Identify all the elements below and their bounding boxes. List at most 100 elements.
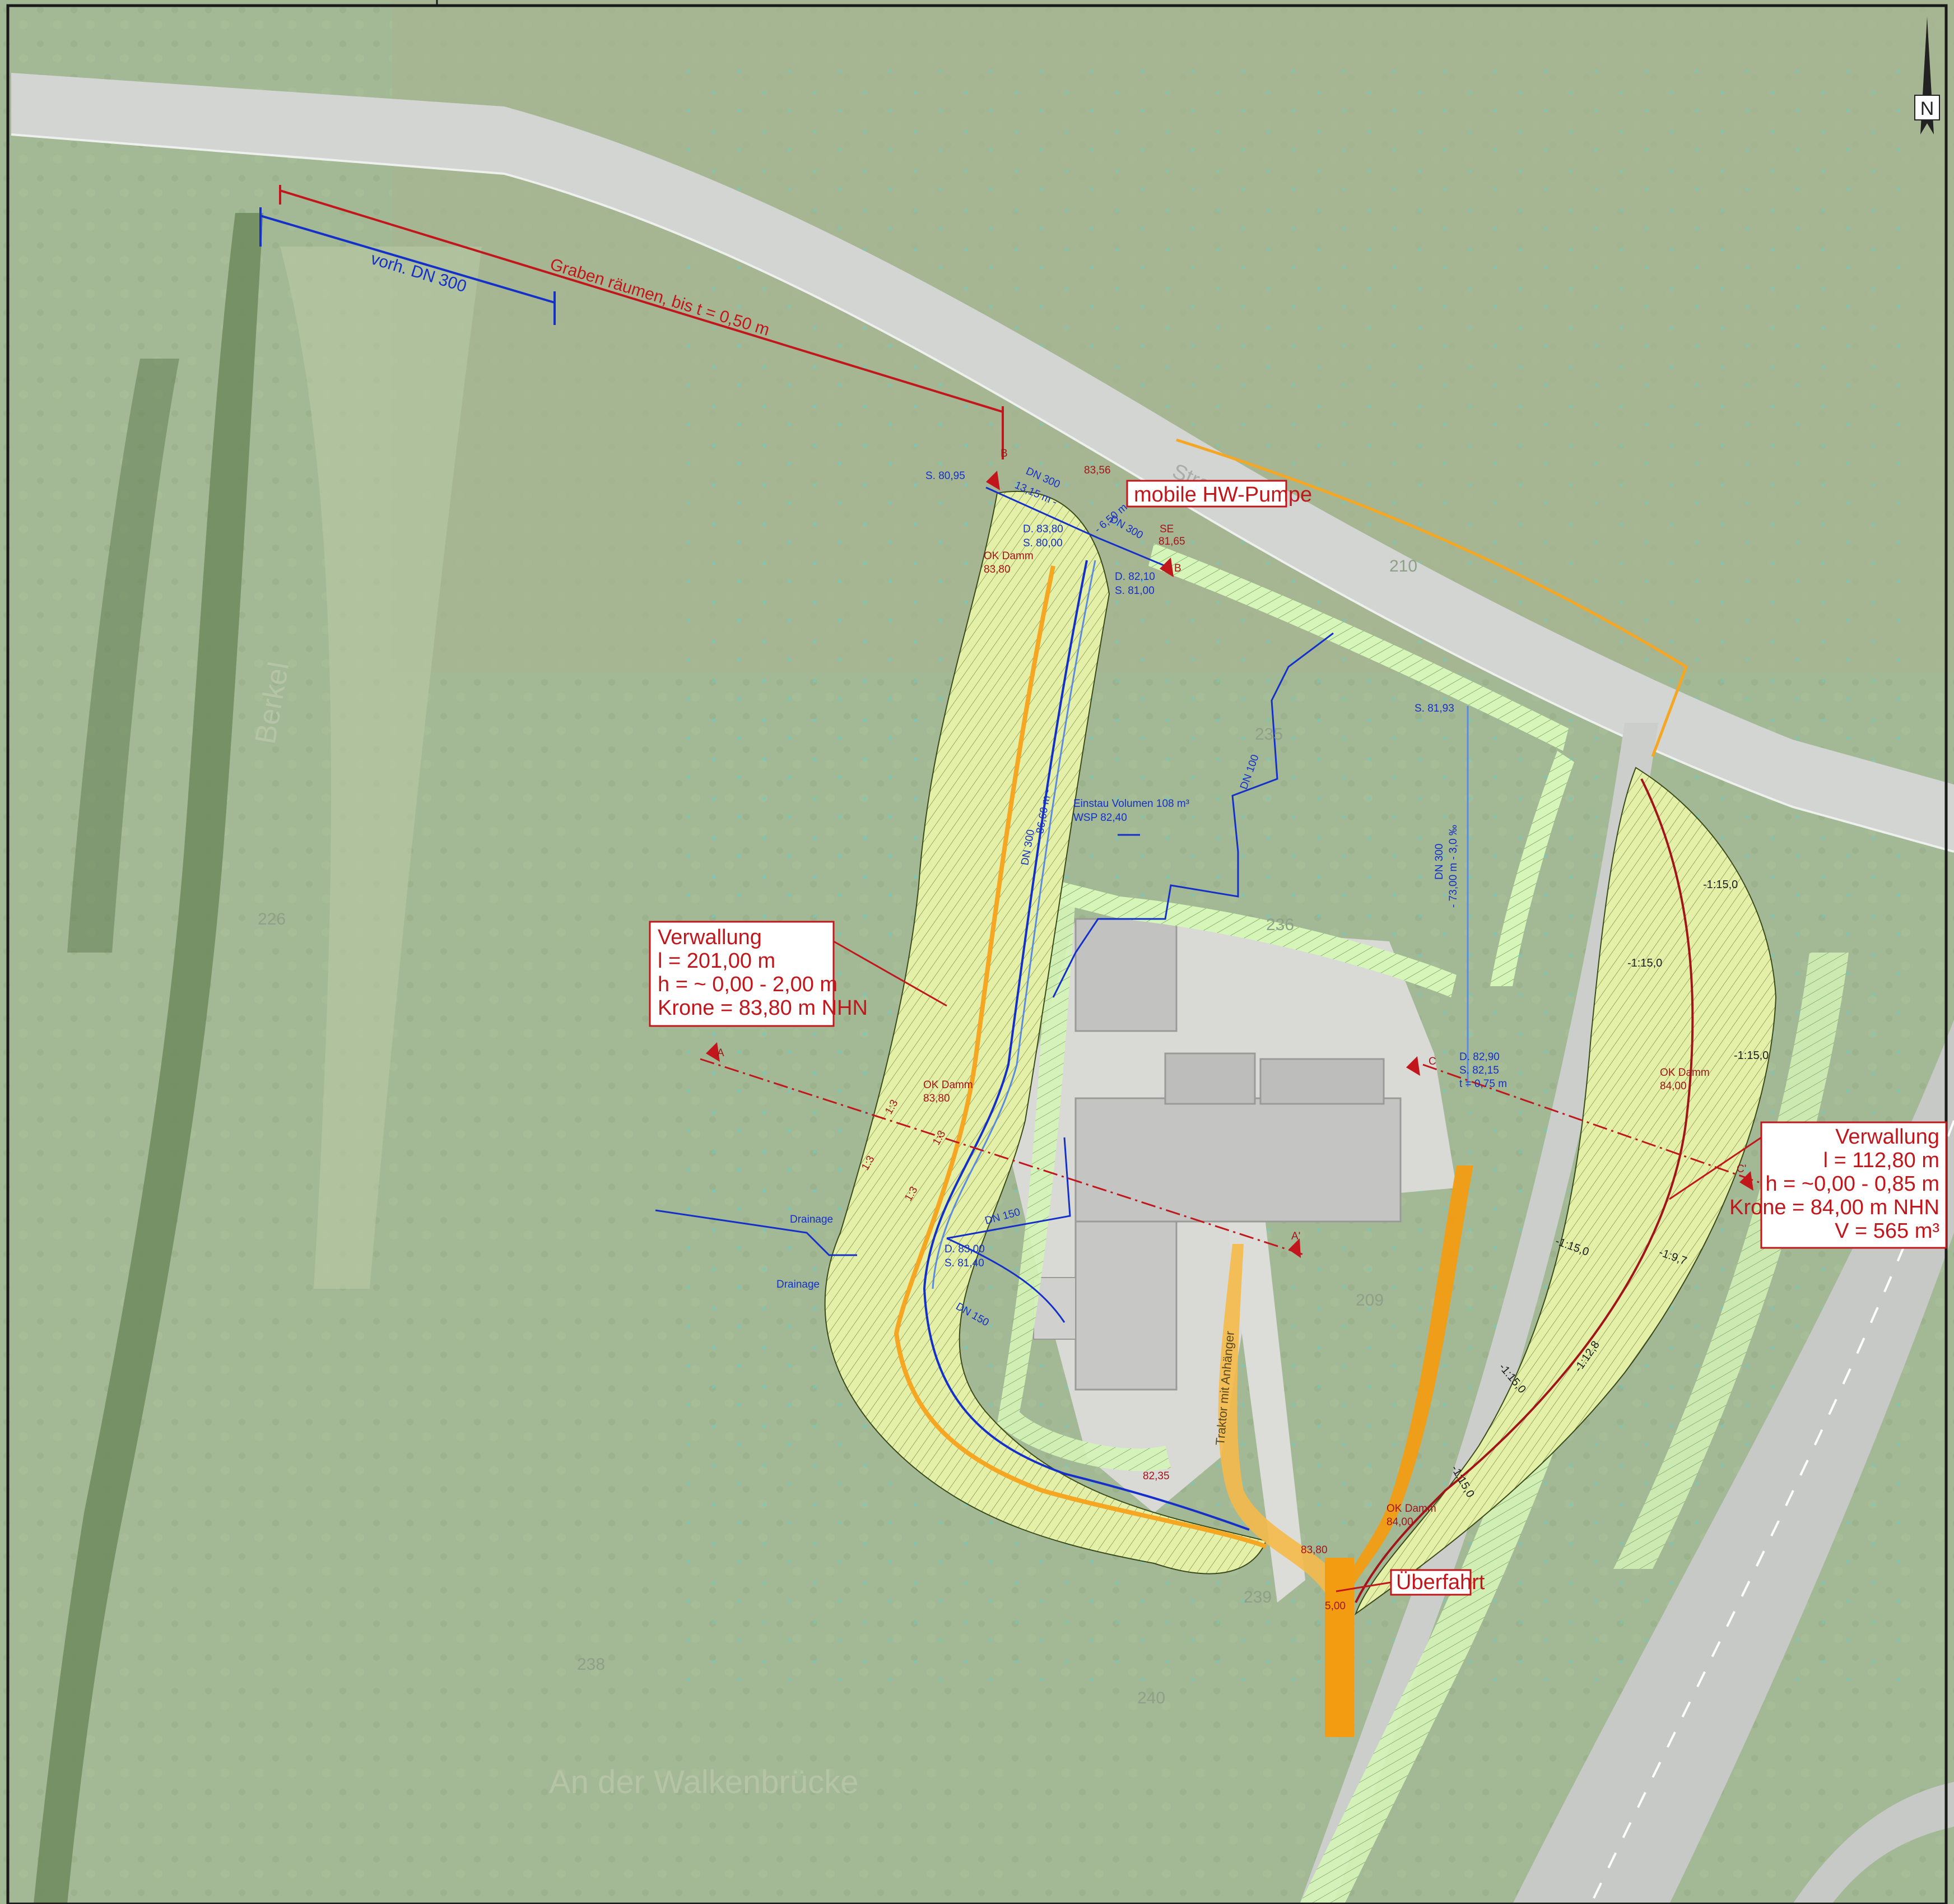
shed-building (1074, 918, 1178, 1032)
property-boundary (1176, 438, 1688, 757)
section-line-c (1422, 1064, 1760, 1183)
farm-slope-strip-east (1490, 751, 1574, 986)
parcel-number: 235 (1255, 725, 1283, 744)
callout-west-crown: Krone = 83,80 m NHN (658, 996, 868, 1020)
label-d-83-80: D. 83,80 (1023, 523, 1063, 535)
label-ok-damm-2: OK Damm (923, 1079, 973, 1091)
label-dn300-east-length: - 73,00 m - 3,0 ‰ (1448, 825, 1459, 908)
parcel-number: 238 (577, 1655, 605, 1674)
dam-east-crown (1355, 778, 1694, 1603)
ueberfahrt-leader (1336, 1581, 1392, 1592)
label-83-80: 83,80 (1301, 1544, 1328, 1556)
pipe-dn300-west-2 (932, 560, 1096, 1289)
label-einstau-volumen: Einstau Volumen 108 m³ (1073, 798, 1189, 810)
field-lane (280, 247, 482, 1289)
label-dn300-east: DN 300 (1434, 844, 1445, 880)
label-s-80-95: S. 80,95 (925, 470, 965, 482)
callout-east-box (1760, 1121, 1947, 1249)
label-wsp: WSP 82,40 (1073, 812, 1127, 824)
parcel-number: 209 (1356, 1291, 1384, 1309)
label-82-35: 82,35 (1143, 1470, 1170, 1482)
label-drainage-1: Drainage (790, 1214, 833, 1225)
parcel-number: 240 (1137, 1689, 1165, 1707)
label-s-81-93: S. 81,93 (1415, 703, 1454, 714)
pipe-dn150-2 (946, 1237, 1066, 1323)
culvert-existing-line (260, 215, 555, 304)
label-ok-damm-2-value: 83,80 (923, 1093, 950, 1104)
label-section-b: B (1001, 448, 1008, 459)
farm-slope-strip-north (1053, 880, 1457, 997)
label-se: SE (1160, 523, 1174, 535)
section-marker-c2 (1739, 1171, 1753, 1191)
ditch-clearing-line (280, 189, 1003, 413)
section-marker-b (986, 471, 1000, 490)
main-road (11, 73, 1954, 852)
dam-west-crown (894, 565, 1267, 1549)
culvert-top (985, 486, 1166, 567)
callout-east-length: l = 112,80 m (1823, 1149, 1939, 1172)
callout-west-title: Verwallung (658, 926, 762, 949)
pipe-dn300-west (923, 560, 1250, 1531)
barn-annex (1259, 1058, 1385, 1105)
label-ok-damm-3-value: 84,00 (1660, 1080, 1687, 1092)
label-d-83-00: D. 83,00 (945, 1243, 985, 1255)
embankment-strip-east (1613, 953, 1849, 1569)
label-se-81-65: 81,65 (1159, 536, 1185, 547)
callout-west-length: l = 201,00 m (658, 949, 775, 973)
pump-label: mobile HW-Pumpe (1134, 483, 1312, 507)
highway-lane (1590, 1120, 1954, 1904)
label-d-82-10: D. 82,10 (1115, 571, 1155, 583)
pipe-dn150-1 (946, 1137, 1071, 1239)
parcel-number: 236 (1266, 916, 1294, 934)
label-ok-damm-1-value: 83,80 (984, 564, 1011, 575)
dam-west-footprint (824, 490, 1267, 1575)
pipe-dn100 (1052, 632, 1334, 998)
farm-slope-strip-road (1148, 544, 1569, 751)
dam-east-footprint (1354, 767, 1777, 1615)
section-line-a (700, 1058, 1306, 1256)
barn-building (1074, 1097, 1402, 1223)
label-83-56: 83,56 (1084, 465, 1111, 476)
ramp (1793, 1782, 1954, 1904)
drainage-line (655, 1209, 857, 1256)
label-drainage-2: Drainage (776, 1279, 820, 1290)
callout-east-title: Verwallung (1835, 1125, 1939, 1149)
parcel-number: 210 (1389, 557, 1417, 575)
callout-east-leader (1669, 1136, 1762, 1200)
label-section-b2: B (1174, 563, 1181, 574)
callout-east-crown: Krone = 84,00 m NHN (1729, 1196, 1939, 1219)
label-ok-damm-4-value: 84,00 (1387, 1516, 1413, 1528)
callout-east-height: h = ~0,00 - 0,85 m (1765, 1172, 1939, 1196)
label-s-80-00: S. 80,00 (1023, 537, 1063, 549)
label-section-a2: A' (1291, 1230, 1300, 1242)
north-label: N (1920, 98, 1934, 119)
label-ok-damm-3: OK Damm (1660, 1067, 1710, 1079)
map-frame (6, 4, 1948, 1904)
label-t-0-75: t = 0,75 m (1459, 1078, 1507, 1090)
farm-slope-strip-west (997, 885, 1171, 1471)
label-section-a: A (717, 1047, 724, 1059)
access-road (1339, 1165, 1473, 1731)
callout-west-box (649, 921, 835, 1027)
section-marker-a (706, 1042, 720, 1062)
section-marker-b2 (1160, 558, 1174, 577)
label-s-82-15: S. 82,15 (1459, 1065, 1499, 1076)
section-marker-a2 (1288, 1238, 1301, 1258)
label-slope: -1:15,0 (1627, 957, 1662, 969)
parcel-number: 226 (258, 910, 286, 928)
label-ok-damm-4: OK Damm (1387, 1503, 1436, 1515)
ueberfahrt-ramp (1325, 1558, 1354, 1737)
river-bank-trees (67, 359, 179, 953)
river-berkel (34, 213, 263, 1904)
house-building (1074, 1220, 1178, 1391)
ueberfahrt-label: Überfahrt (1396, 1571, 1485, 1594)
callout-west-leader (833, 940, 947, 1007)
callout-west-height: h = ~ 0,00 - 2,00 m (658, 973, 838, 996)
label-width-5: 5,00 (1325, 1600, 1346, 1612)
label-slope: -1:15,0 (1703, 879, 1738, 891)
yard-access (1221, 1177, 1305, 1603)
north-arrow-icon: N (1914, 17, 1940, 134)
callout-east-volume: V = 565 m³ (1835, 1219, 1939, 1243)
